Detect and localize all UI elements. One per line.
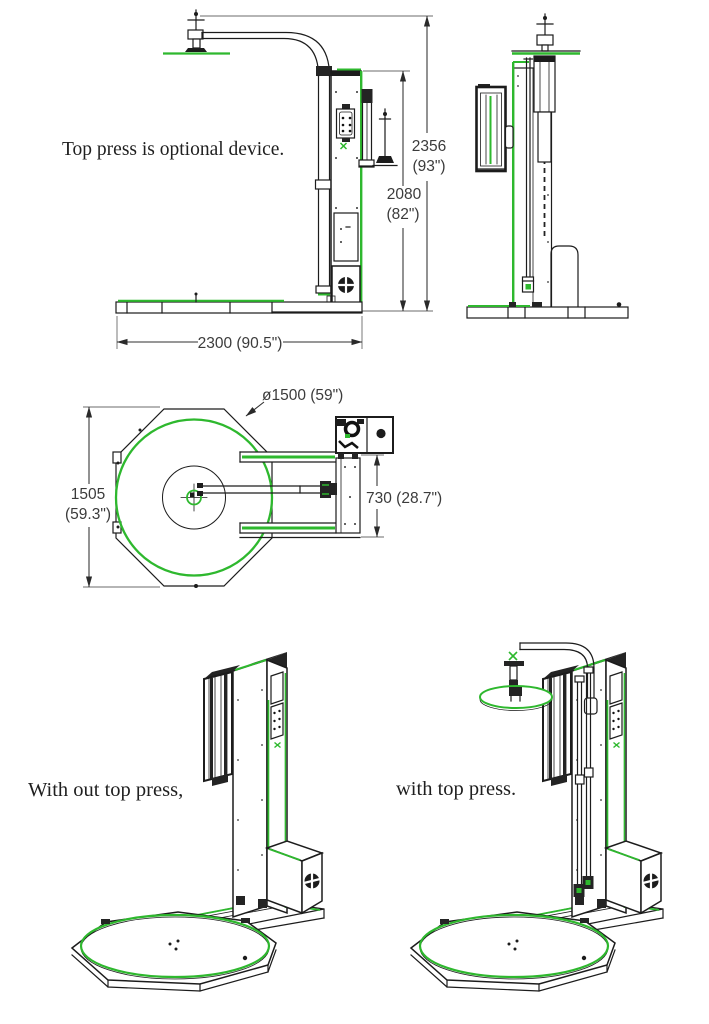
carriage-unit-plan [335,416,394,459]
turntable-center-mark [180,483,208,512]
film-carriage-side [358,89,375,168]
iso-press-guide-rods [573,666,594,897]
label-without-top-press: With out top press, [28,779,183,801]
dim-column-height-in: (82") [386,206,419,223]
control-panel-side [335,104,356,142]
top-press-front [511,13,581,55]
dim-overall-height-in: (93") [412,158,445,175]
dim-turntable-diameter: ø1500 (59") [262,387,343,404]
film-roll-holder [372,108,398,167]
dimension-overall-width: 1505 (59.3") [65,406,111,588]
side-view-with-top-press: 2356 (93") 2080 (82") 2300 (90.5") Top p… [62,9,446,352]
dim-overall-height-mm: 2356 [412,138,446,155]
press-column-side [314,66,333,296]
dimension-overall-height: 2356 (93") [412,15,446,312]
mast-front [512,55,579,309]
lower-door [333,212,359,262]
dimension-turntable-diameter: ø1500 (59") [245,387,343,417]
iso-view-with-top-press: with top press. [396,642,665,993]
dim-overall-width-in: (59.3") [65,506,111,523]
lift-rod [521,57,535,293]
carriage-arm-plan [197,481,331,498]
top-press-note: Top press is optional device. [62,139,284,160]
mast-plan [330,457,361,534]
front-view [466,13,629,319]
film-carriage-front [475,84,514,173]
base-platform-side [115,292,363,314]
base-rails-plan [239,451,361,539]
top-press-side [163,9,230,55]
dim-column-height-mm: 2080 [387,186,422,203]
motor-housing-outline [550,245,579,308]
dimension-body-depth: 730 (28.7") [366,454,442,538]
press-mount-channel [533,55,556,163]
vent-icon [337,276,355,294]
turntable-disc-plan [114,418,274,577]
dim-base-length: 2300 (90.5") [198,335,283,352]
label-with-top-press: with top press. [396,778,516,800]
press-disc [479,685,553,709]
iso-view-without-top-press: With out top press, [28,650,326,993]
iso-press-head [479,651,553,711]
base-platform-front [466,302,629,319]
dimension-column-height: 2080 (82") [386,70,422,312]
motor-box-side [331,265,361,304]
dim-overall-width-mm: 1505 [71,486,105,503]
mast-side [330,68,363,304]
dimension-base-length: 2300 (90.5") [116,335,363,352]
green-x-mark [339,142,348,150]
plan-view: ø1500 (59") 1505 (59.3") 730 (28.7") [65,387,442,588]
dim-body-depth: 730 (28.7") [366,490,442,507]
